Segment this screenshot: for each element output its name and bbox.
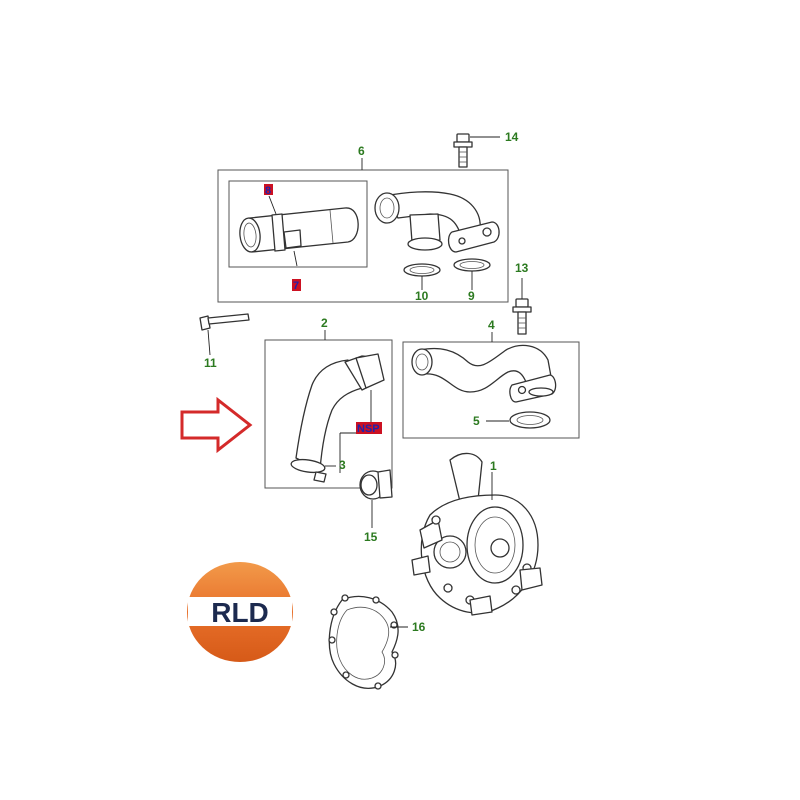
pipe-part-6 [374,191,500,253]
callout-3: 3 [339,458,346,472]
callout-15: 15 [364,530,378,544]
plug-part-15 [359,469,393,528]
o-ring-part-9 [453,258,491,290]
clamp-part-8 [268,195,302,267]
water-pump-part-1 [411,452,543,616]
callout-7-tag: 7 [292,279,301,292]
pipe-part-4 [411,344,557,403]
frame-assembly-2 [264,330,393,489]
callout-1: 1 [490,459,497,473]
o-ring-part-10 [403,263,441,290]
stud-part-11 [199,313,250,356]
callout-13: 13 [515,261,529,275]
callout-16: 16 [412,620,426,634]
callout-14: 14 [505,130,519,144]
frame-assembly-6 [217,158,509,303]
callout-5: 5 [473,414,480,428]
hose-part-2 [295,353,385,473]
callout-11: 11 [204,356,217,370]
nsp-tag: NSP [356,422,382,435]
svg-text:NSP: NSP [357,423,380,435]
rld-logo-text: RLD [211,597,269,628]
callout-2: 2 [321,316,328,330]
callout-9: 9 [468,289,475,303]
frame-sub-assembly-7-8 [228,180,368,268]
svg-text:8: 8 [265,185,271,197]
callout-8-tag: 8 [264,184,273,197]
clamp-part-3 [290,458,336,483]
callout-10: 10 [415,289,429,303]
rld-logo: RLD [187,562,293,662]
frame-assembly-4 [402,332,580,439]
red-arrow-icon [180,396,253,454]
gasket-part-16 [328,594,408,690]
bolt-part-14 [453,133,500,168]
callout-6: 6 [358,144,365,158]
svg-text:7: 7 [293,280,299,292]
callout-4: 4 [488,318,495,332]
bolt-part-13 [512,278,532,335]
o-ring-part-5 [486,411,551,429]
